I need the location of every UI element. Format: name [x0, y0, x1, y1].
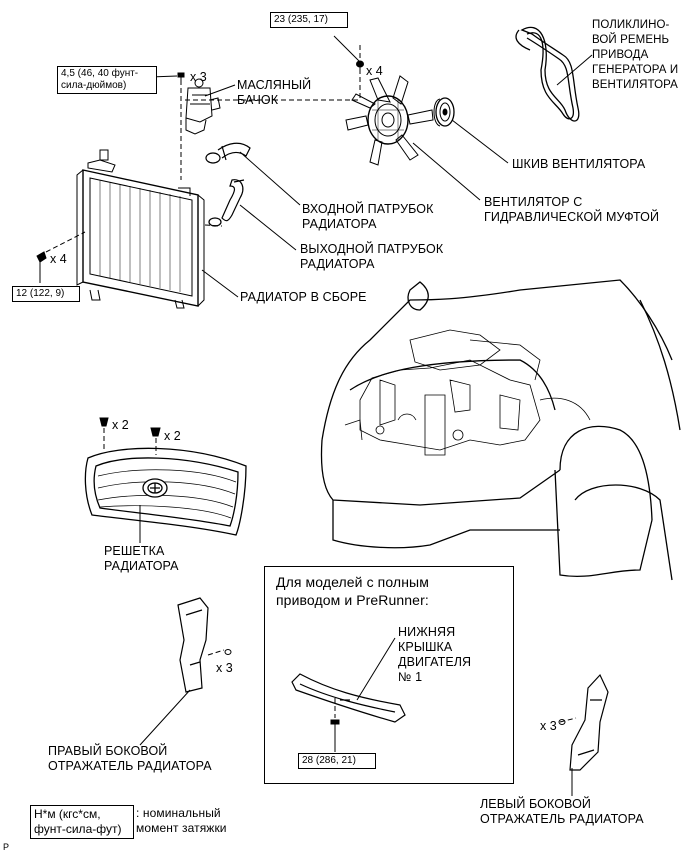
outlet-hose-leader	[239, 204, 297, 251]
legend-unit-box: Н*м (кгс*см, фунт-сила-фут)	[30, 805, 134, 839]
label-right-guide: ПРАВЫЙ БОКОВОЙ ОТРАЖАТЕЛЬ РАДИАТОРА	[48, 744, 212, 773]
label-fan-pulley: ШКИВ ВЕНТИЛЯТОРА	[512, 157, 646, 171]
right-guide-leader	[139, 689, 191, 746]
assembly-lines-right-guide	[207, 649, 225, 656]
torque-spec-oil-tank: 4,5 (46, 40 фунт- сила-дюймов)	[57, 66, 157, 94]
v-belt-leader	[556, 54, 593, 86]
label-oil-tank: МАСЛЯНЫЙ БАЧОК	[237, 78, 312, 107]
figure-corner-mark: P	[3, 842, 10, 852]
assembly-lines-top	[180, 45, 361, 180]
label-inlet-hose: ВХОДНОЙ ПАТРУБОК РАДИАТОРА	[302, 202, 434, 231]
qty-fan-bolts: x 4	[366, 64, 383, 78]
radiator-leader	[201, 269, 239, 298]
v-belt-drawing	[515, 26, 580, 122]
qty-oil-tank-bolts: x 3	[190, 70, 207, 84]
inlet-hose-leader	[239, 151, 301, 206]
qty-radiator-bolts: x 4	[50, 252, 67, 266]
label-v-belt: ПОЛИКЛИНО- ВОЙ РЕМЕНЬ ПРИВОДА ГЕНЕРАТОРА…	[592, 19, 679, 91]
oil-tank-drawing	[185, 78, 221, 135]
clip-right-guide	[224, 649, 232, 655]
assembly-lines-grille	[103, 428, 157, 455]
vehicle-outline	[320, 279, 681, 581]
right-guide-drawing	[177, 597, 209, 693]
bolt-fan	[356, 60, 364, 72]
awd-models-box	[264, 566, 514, 784]
qty-grille-clips-a: x 2	[112, 418, 129, 432]
qty-right-guide-clips: x 3	[216, 661, 233, 675]
fan-pulley-leader	[451, 119, 509, 164]
clip-grille-a	[99, 417, 109, 427]
fan-pulley-drawing	[433, 97, 455, 127]
torque-spec-radiator: 12 (122, 9)	[12, 286, 80, 302]
qty-left-guide-clips: x 3	[540, 719, 557, 733]
torque-spec-fan: 23 (235, 17)	[270, 12, 348, 28]
outlet-hose-drawing	[208, 179, 245, 227]
clip-left-guide	[558, 719, 566, 725]
bolt-oil-tank	[177, 72, 185, 82]
label-left-guide: ЛЕВЫЙ БОКОВОЙ ОТРАЖАТЕЛЬ РАДИАТОРА	[480, 797, 644, 826]
torque-leader-t1	[333, 35, 361, 63]
oil-tank-leader	[204, 84, 236, 97]
label-awd-note: Для моделей с полным приводом и PreRunne…	[276, 574, 429, 608]
fan-clutch-drawing	[345, 75, 434, 166]
engine-cover-leader	[356, 637, 396, 701]
assembly-lines-radiator	[45, 224, 223, 253]
engine-bay-detail	[344, 329, 591, 456]
grille-drawing	[84, 447, 247, 536]
left-guide-drawing	[569, 673, 609, 771]
engine-cover-drawing	[291, 673, 406, 723]
qty-grille-clips-b: x 2	[164, 429, 181, 443]
label-grille: РЕШЕТКА РАДИАТОРА	[104, 544, 179, 573]
label-engine-cover: НИЖНЯЯ КРЫШКА ДВИГАТЕЛЯ № 1	[398, 625, 472, 684]
fan-clutch-leader	[412, 142, 481, 201]
bolt-engine-cover	[330, 719, 340, 732]
radiator-drawing	[76, 149, 205, 309]
legend-description: : номинальный момент затяжки	[136, 806, 227, 835]
inlet-hose-drawing	[205, 142, 251, 164]
bolt-radiator	[36, 251, 47, 263]
label-outlet-hose: ВЫХОДНОЙ ПАТРУБОК РАДИАТОРА	[300, 242, 444, 271]
clip-grille-b	[150, 427, 161, 437]
label-radiator: РАДИАТОР В СБОРЕ	[240, 290, 367, 304]
assembly-lines-left-guide	[559, 717, 577, 723]
label-fan-clutch: ВЕНТИЛЯТОР С ГИДРАВЛИЧЕСКОЙ МУФТОЙ	[484, 195, 660, 224]
torque-spec-engine-cover: 28 (286, 21)	[298, 753, 376, 769]
